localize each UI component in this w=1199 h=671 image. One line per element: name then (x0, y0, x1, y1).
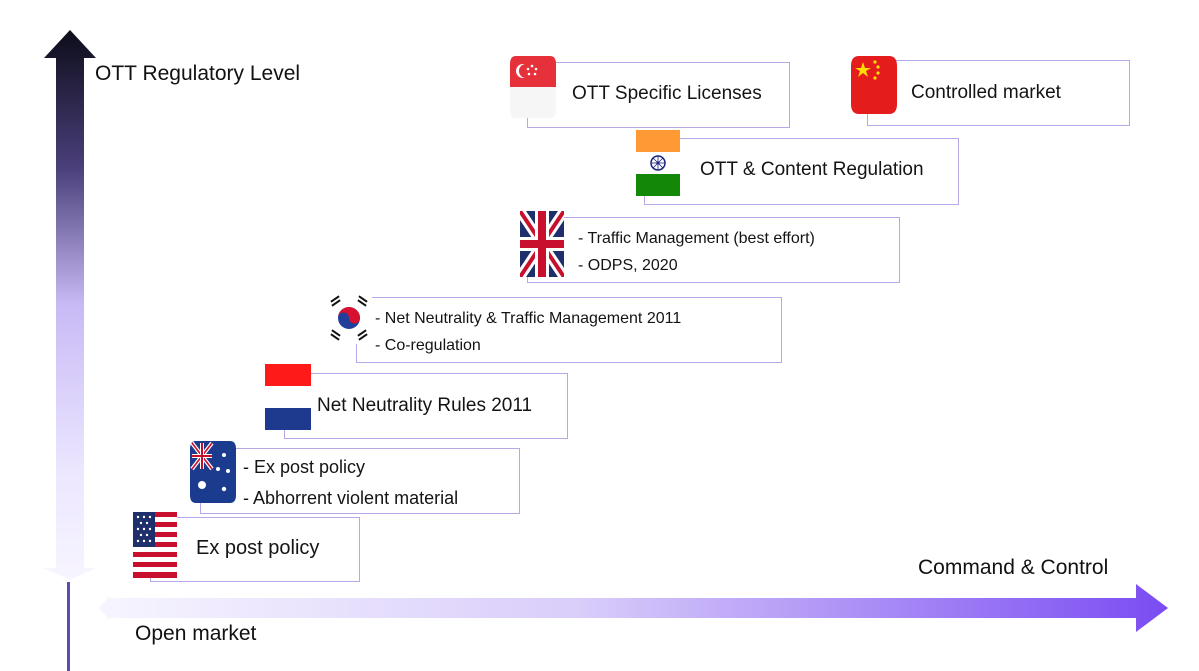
usa-flag (133, 512, 177, 578)
entry-box-india (644, 138, 959, 205)
y-axis-base-line (67, 582, 70, 671)
entry-box-south-korea (356, 297, 782, 363)
entry-line: Net Neutrality Rules 2011 (317, 395, 533, 416)
entry-line: - Abhorrent violent material (243, 488, 459, 508)
entry-text-singapore: OTT Specific Licenses (572, 83, 762, 105)
entry-box-uk (527, 217, 900, 283)
entry-text-usa: Ex post policy (196, 537, 319, 560)
entry-line: - Traffic Management (best effort) (578, 230, 815, 247)
netherlands-flag (265, 364, 311, 432)
entry-text-south-korea: - Net Neutrality & Traffic Management 20… (375, 305, 681, 359)
entry-box-netherlands (284, 373, 568, 439)
south-korea-flag (326, 292, 372, 344)
y-axis-arrow (44, 30, 96, 580)
y-axis-label: OTT Regulatory Level (95, 62, 301, 85)
australia-flag (190, 439, 236, 505)
x-axis-start-label: Open market (135, 622, 257, 645)
entry-line: - Co-regulation (375, 337, 481, 354)
entry-box-singapore (527, 62, 790, 128)
singapore-flag (510, 54, 556, 120)
entry-line: Ex post policy (196, 537, 320, 559)
entry-line: OTT & Content Regulation (700, 159, 924, 180)
entry-box-usa (150, 517, 360, 582)
india-flag (636, 130, 680, 196)
x-axis-arrow (98, 584, 1168, 632)
entry-box-china (867, 60, 1130, 126)
entry-box-australia (200, 448, 520, 514)
entry-line: - Net Neutrality & Traffic Management 20… (375, 310, 682, 327)
entry-line: Controlled market (911, 82, 1061, 103)
x-axis-end-label: Command & Control (918, 556, 1109, 579)
entry-line: - ODPS, 2020 (578, 257, 678, 274)
china-flag (851, 54, 897, 116)
entry-line: OTT Specific Licenses (572, 83, 762, 104)
entry-text-china: Controlled market (911, 82, 1061, 104)
entry-line: - Ex post policy (243, 457, 366, 477)
uk-flag (520, 211, 564, 277)
entry-text-india: OTT & Content Regulation (700, 159, 924, 181)
entry-text-netherlands: Net Neutrality Rules 2011 (317, 395, 532, 417)
entry-text-uk: - Traffic Management (best effort) - ODP… (578, 225, 815, 279)
entry-text-australia: - Ex post policy - Abhorrent violent mat… (243, 452, 458, 514)
